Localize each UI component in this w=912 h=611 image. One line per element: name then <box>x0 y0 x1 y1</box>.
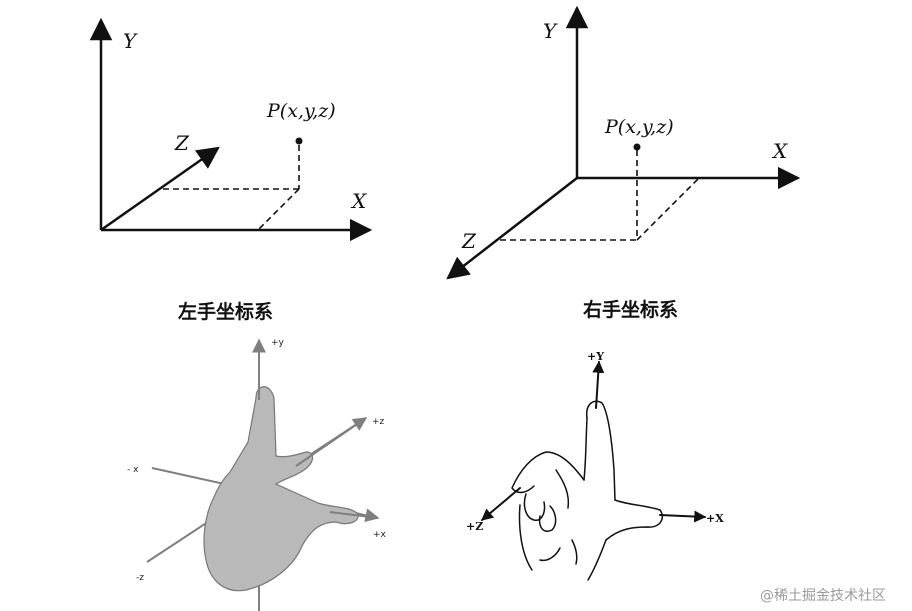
watermark: @稀土掘金技术社区 <box>760 588 886 604</box>
left-hand-plus-y: +y <box>271 338 285 348</box>
right-point-label: P(x,y,z) <box>604 116 674 138</box>
left-hand-minus-x: - x <box>127 465 139 475</box>
left-x-label: X <box>350 189 367 213</box>
right-hand-x-axis <box>659 510 707 523</box>
right-caption: 右手坐标系 <box>582 298 678 321</box>
right-z-label: Z <box>461 229 477 253</box>
left-point-label: P(x,y,z) <box>266 100 336 122</box>
right-y-label: Y <box>543 19 558 43</box>
right-x-label: X <box>771 139 788 163</box>
right-hand-plus-z: +Z <box>466 520 483 533</box>
right-hand-z-axis <box>481 487 521 521</box>
palm-wrist <box>518 504 607 581</box>
left-y-label: Y <box>123 29 138 53</box>
right-z-axis <box>446 177 578 280</box>
right-projection-lines <box>500 150 700 241</box>
index-finger <box>585 400 616 501</box>
right-hand-y-axis <box>592 360 605 409</box>
right-hand-illustration: +Y +Z +X <box>466 350 724 581</box>
left-z-label: Z <box>174 131 190 155</box>
left-hand-illustration: +y +z - x +x -z <box>127 338 387 611</box>
curled-fingers <box>511 451 585 494</box>
left-caption: 左手坐标系 <box>178 300 273 323</box>
left-hand-plus-x: +x <box>373 530 387 540</box>
right-point-p <box>633 143 641 151</box>
left-hand-minus-z: -z <box>136 573 144 583</box>
thumb <box>605 499 664 541</box>
right-hand-plus-y: +Y <box>587 350 604 363</box>
left-handed-diagram: Y X Z P(x,y,z) <box>89 17 373 242</box>
left-z-axis <box>100 146 220 232</box>
left-hand-plus-z: +z <box>372 417 385 427</box>
left-projection-lines <box>163 145 300 231</box>
left-point-p <box>295 137 303 145</box>
gray-left-hand <box>203 386 359 592</box>
right-hand-plus-x: +X <box>706 512 724 525</box>
right-handed-diagram: Y X Z P(x,y,z) <box>446 5 801 280</box>
